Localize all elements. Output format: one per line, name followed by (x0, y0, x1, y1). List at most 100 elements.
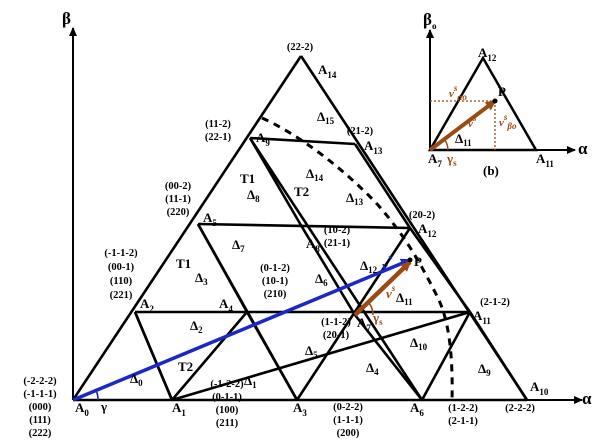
switching-state-a7-0: (1-1-2) (321, 317, 351, 328)
region-label-9: Δ9 (478, 361, 491, 378)
region-label-6: Δ6 (315, 271, 328, 288)
switching-state-a4-0: (0-1-2) (260, 263, 290, 274)
switching-state-a2-1: (00-1) (108, 262, 135, 273)
grid-diag-a6-a9 (248, 137, 424, 401)
vertex-label-a10: A10 (530, 379, 549, 397)
switching-state-a5-2: (220) (167, 207, 190, 218)
grid-diag-a11-a10 (468, 311, 529, 401)
vs-label: vs (386, 283, 396, 301)
inset-point-p-label: P (498, 84, 506, 99)
grid-diag-a4-a1 (171, 311, 248, 401)
inset-vs-label: vs (468, 113, 477, 130)
switching-state-a9-1: (22-1) (205, 132, 232, 143)
inset-point-p (492, 98, 498, 104)
switching-state-a0-1: (-1-1-1) (23, 389, 57, 400)
grid-diag-a7-a6 (353, 314, 424, 401)
inset-region-label: Δ11 (455, 131, 472, 148)
vertex-label-a14: A14 (318, 62, 337, 80)
inset-beta-label: βo (423, 10, 437, 31)
switching-state-a2-3: (221) (110, 290, 133, 301)
grid-diag-a1-a11 (171, 310, 471, 402)
grid-diag-a13-a12 (353, 143, 412, 229)
point-p (407, 257, 413, 263)
switching-state-a7-1: (20-1) (323, 330, 350, 341)
switching-state-a11-0: (2-1-2) (480, 297, 510, 308)
grid-row-2 (197, 222, 411, 230)
subregion-t2-1: T2 (294, 184, 309, 199)
region-label-2: Δ2 (190, 318, 203, 335)
region-label-14: Δ14 (306, 166, 324, 183)
vertex-label-a1: A1 (172, 400, 186, 418)
switching-state-a5-0: (00-2) (165, 181, 192, 192)
switching-state-a1-3: (211) (216, 418, 239, 429)
region-label-10: Δ10 (410, 335, 428, 352)
region-label-3: Δ3 (195, 270, 208, 287)
vertex-label-a6: A6 (410, 400, 424, 418)
region-label-12: Δ12 (360, 258, 378, 275)
triangle-grid (71, 55, 529, 402)
grid-diag-a5-a4 (196, 223, 249, 313)
inset-alpha-label: α (578, 139, 588, 158)
region-label-7: Δ7 (232, 237, 245, 254)
region-label-5: Δ5 (305, 343, 318, 360)
switching-state-a12-0: (20-2) (409, 210, 436, 221)
switching-state-a1-0: (-1-2-2) (210, 379, 244, 390)
region-label-4: Δ4 (366, 360, 379, 377)
inset-triangle (427, 55, 539, 152)
switching-state-a0-3: (111) (29, 415, 51, 426)
switching-state-a1-2: (100) (216, 405, 239, 416)
subregion-t1-2: T1 (176, 256, 191, 271)
reference-vector-label: v* (382, 254, 393, 273)
switching-state-a0-4: (222) (29, 428, 52, 439)
inset-gamma-s-label: γs (446, 151, 457, 168)
switching-state-a13-0: (21-2) (347, 126, 374, 137)
switching-state-a8-0: (10-2) (324, 225, 351, 236)
subregion-t2-3: T2 (178, 359, 193, 374)
switching-state-a2-2: (110) (110, 276, 133, 287)
vs-vector (353, 260, 412, 317)
inset-v-alpha-label: vsαo (449, 83, 467, 102)
switching-state-a5-1: (11-1) (165, 194, 191, 205)
grid-diag-a8-a7 (300, 226, 357, 316)
switching-state-a14-0: (22-2) (287, 42, 314, 53)
vertex-label-a13: A13 (364, 138, 383, 156)
switching-state-a3-0: (0-2-2) (333, 402, 363, 413)
beta-axis-label: β (62, 9, 71, 28)
inset-caption: (b) (483, 163, 499, 178)
grid-diag-a6-a11 (420, 311, 472, 401)
grid-diag-a9-a8 (248, 137, 304, 228)
switching-state-a0-0: (-2-2-2) (23, 376, 57, 387)
inset-gamma-arc (443, 138, 449, 151)
region-label-13: Δ13 (346, 190, 364, 207)
region-label-15: Δ15 (317, 109, 335, 126)
grid-diag-a12-a11 (408, 227, 472, 313)
switching-state-a3-2: (200) (337, 428, 360, 439)
inset-a11-label: A11 (536, 151, 554, 169)
inset-a7-label: A7 (428, 151, 442, 169)
switching-state-a2-0: (-1-1-2) (104, 248, 138, 259)
grid-left-edge (71, 55, 303, 401)
switching-state-a3-1: (1-1-1) (333, 415, 363, 426)
switching-state-a6-1: (2-1-1) (448, 416, 478, 427)
gamma-s-arc (367, 301, 374, 316)
gamma-arc (95, 389, 99, 401)
switching-state-a10-0: (2-2-2) (505, 403, 535, 414)
grid-diag-a4-a3 (245, 311, 299, 401)
inset-vs-vector (428, 99, 497, 152)
switching-state-a8-1: (21-1) (324, 238, 351, 249)
grid-row-3 (249, 136, 356, 146)
region-label-11: Δ11 (396, 290, 413, 307)
gamma-label: γ (100, 399, 107, 414)
gamma-s-label: γs (372, 310, 383, 327)
switching-state-a0-2: (000) (29, 402, 52, 413)
switching-state-a6-0: (1-2-2) (448, 403, 478, 414)
switching-state-a4-2: (210) (264, 289, 287, 300)
dashed-boundary-curve (261, 116, 454, 403)
switching-state-a9-0: (11-2) (205, 119, 231, 130)
region-label-8: Δ8 (247, 187, 260, 204)
vertex-label-a8: A8 (306, 236, 320, 254)
reference-vector (72, 258, 412, 402)
point-p-label: P (414, 254, 422, 269)
